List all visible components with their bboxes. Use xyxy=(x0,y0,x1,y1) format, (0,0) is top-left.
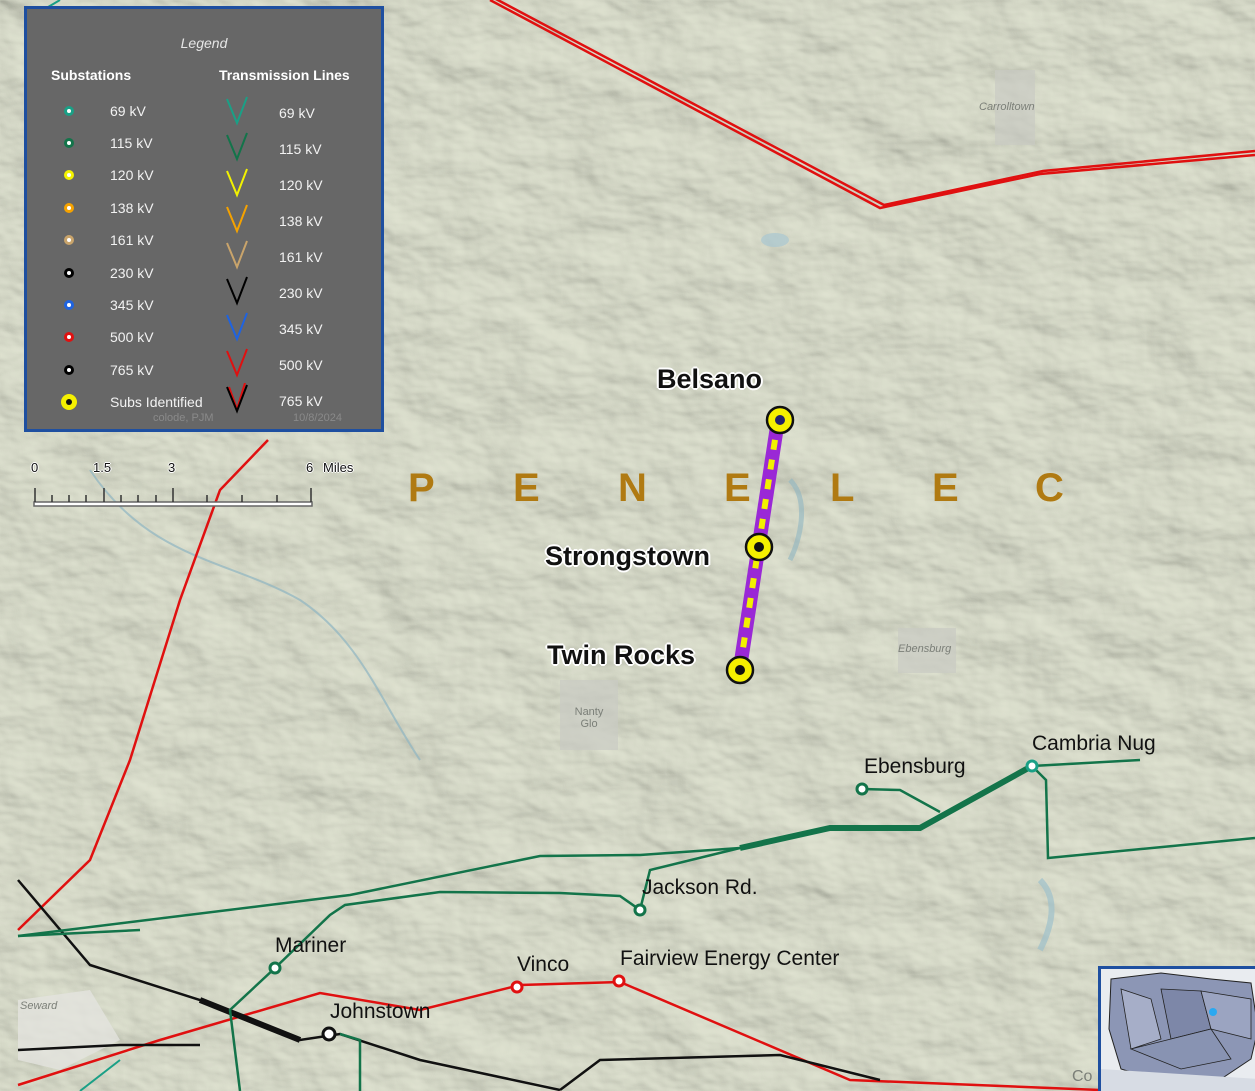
legend-substation-symbol xyxy=(62,266,76,285)
label-belsano: Belsano xyxy=(657,364,763,394)
town-nanty-glo: Nanty Glo xyxy=(574,706,604,730)
legend-line-label: 138 kV xyxy=(279,213,323,229)
legend-substation-label: 69 kV xyxy=(110,103,146,119)
substations-header: Substations xyxy=(51,67,132,83)
substation-vinco[interactable] xyxy=(510,980,524,994)
legend-substation-symbol xyxy=(62,168,76,187)
legend-line-symbol xyxy=(225,239,249,276)
legend-substation-label: 115 kV xyxy=(110,135,153,151)
label-cambria-nug: Cambria Nug xyxy=(1032,732,1156,755)
legend-substation-symbol xyxy=(62,233,76,252)
legend-line-symbol xyxy=(225,131,249,168)
legend-line-label: 765 kV xyxy=(279,393,323,409)
substation-fairview[interactable] xyxy=(612,974,626,988)
legend-line-symbol xyxy=(225,311,249,348)
substation-mariner[interactable] xyxy=(268,961,282,975)
legend-substation-symbol xyxy=(62,104,76,123)
legend-line-label: 69 kV xyxy=(279,105,315,121)
label-mariner: Mariner xyxy=(275,934,347,957)
legend-substation-symbol xyxy=(62,136,76,155)
legend-line-symbol xyxy=(225,95,249,132)
legend-panel: Legend Substations Transmission Lines 69… xyxy=(24,6,384,432)
scale-unit: Miles xyxy=(323,460,354,475)
substation-jackson-rd[interactable] xyxy=(633,903,647,917)
legend-substation-symbol xyxy=(62,363,76,382)
town-area-nanty-glo xyxy=(560,680,618,750)
label-strongstown: Strongstown xyxy=(545,541,710,571)
legend-substation-label: 230 kV xyxy=(110,265,154,281)
corner-text: Co xyxy=(1072,1068,1093,1085)
legend-substation-label: 138 kV xyxy=(110,200,154,216)
label-fairview-energy-center: Fairview Energy Center xyxy=(620,947,840,970)
region-letter: L xyxy=(830,466,855,510)
legend-line-symbol xyxy=(225,167,249,204)
region-letter: C xyxy=(1035,466,1064,510)
town-seward: Seward xyxy=(20,1000,58,1012)
label-johnstown: Johnstown xyxy=(330,1000,431,1023)
legend-substation-symbol xyxy=(62,330,76,349)
legend-substation-symbol xyxy=(59,392,79,417)
region-letter: E xyxy=(932,466,959,510)
substation-twin-rocks[interactable] xyxy=(725,655,755,685)
legend-line-label: 230 kV xyxy=(279,285,323,301)
region-letter: E xyxy=(513,466,540,510)
legend-substation-label: 500 kV xyxy=(110,329,154,345)
legend-substation-label: 765 kV xyxy=(110,362,154,378)
legend-line-label: 115 kV xyxy=(279,141,322,157)
label-vinco: Vinco xyxy=(517,953,570,976)
legend-line-label: 500 kV xyxy=(279,357,323,373)
transmission-lines-header: Transmission Lines xyxy=(219,67,350,83)
legend-line-symbol xyxy=(225,382,249,420)
substation-cambria-nug[interactable] xyxy=(1025,759,1039,773)
scale-label-0: 0 xyxy=(31,460,39,475)
substation-belsano[interactable] xyxy=(765,405,795,435)
scale-bar xyxy=(33,488,313,507)
legend-substation-label: 161 kV xyxy=(110,232,154,248)
legend-title: Legend xyxy=(180,35,228,51)
town-carrolltown: Carrolltown xyxy=(979,101,1035,113)
legend-credit: colode, PJM xyxy=(153,412,214,424)
town-area-ebensburg xyxy=(898,628,956,673)
region-letter: E xyxy=(724,466,751,510)
town-area-carrolltown xyxy=(995,70,1035,145)
legend-line-label: 120 kV xyxy=(279,177,323,193)
legend-line-label: 161 kV xyxy=(279,249,323,265)
label-ebensburg: Ebensburg xyxy=(864,755,966,778)
region-letter: P xyxy=(408,466,435,510)
115kv-lines xyxy=(17,758,1255,1091)
town-ebensburg: Ebensburg xyxy=(898,643,952,655)
substation-ebensburg[interactable] xyxy=(855,782,869,796)
scale-label-6: 6 xyxy=(306,460,314,475)
label-jackson-rd: Jackson Rd. xyxy=(642,876,758,899)
substation-johnstown[interactable] xyxy=(321,1026,337,1042)
substation-strongstown[interactable] xyxy=(744,532,774,562)
scale-label-3: 3 xyxy=(168,460,176,475)
legend-substation-symbol xyxy=(62,298,76,317)
230kv-lines xyxy=(17,879,881,1091)
region-letter: N xyxy=(618,466,647,510)
scale-label-1-5: 1.5 xyxy=(93,460,112,475)
legend-line-label: 345 kV xyxy=(279,321,323,337)
locator-inset-map[interactable] xyxy=(1098,966,1255,1091)
legend-substation-label: Subs Identified xyxy=(110,394,203,410)
legend-substation-label: 345 kV xyxy=(110,297,154,313)
legend-line-symbol xyxy=(225,347,249,384)
legend-substation-symbol xyxy=(62,201,76,220)
legend-line-symbol xyxy=(225,275,249,312)
legend-line-symbol xyxy=(225,203,249,240)
legend-date: 10/8/2024 xyxy=(293,412,342,424)
legend-substation-label: 120 kV xyxy=(110,167,154,183)
label-twin-rocks: Twin Rocks xyxy=(547,640,696,670)
